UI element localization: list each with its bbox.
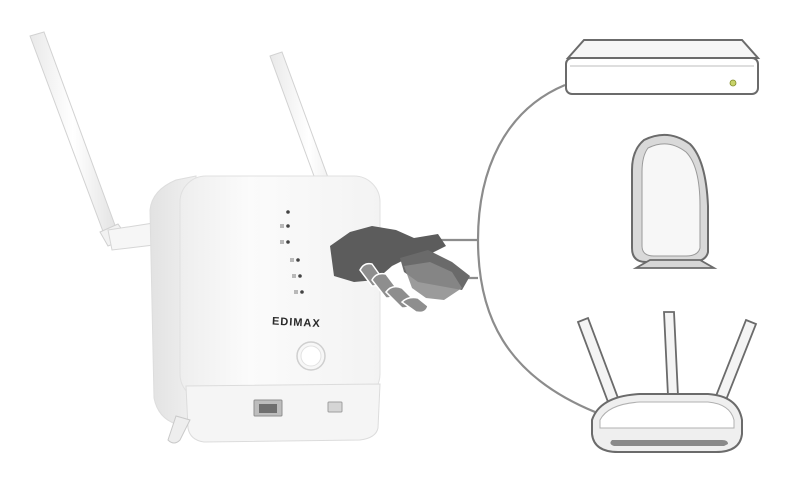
reset-port: [327, 401, 343, 413]
ethernet-port: [253, 399, 283, 417]
range-extender-device: EDIMAX: [29, 31, 381, 444]
upright-router-icon: [631, 133, 718, 269]
extender-brand-logo: EDIMAX: [272, 316, 321, 331]
handshake-icon: [330, 226, 470, 314]
router-antennas: [576, 311, 758, 404]
connector-lines: [440, 83, 596, 414]
led-labels: [280, 224, 298, 294]
flat-router-led: [729, 79, 737, 87]
extender-front-panel: [179, 175, 381, 401]
flat-router-icon: [565, 39, 761, 95]
extender-base: [185, 383, 381, 443]
led-indicators: [286, 210, 304, 294]
power-plug-prong: [167, 415, 191, 444]
three-antenna-router-icon: [576, 311, 758, 453]
wps-button: [296, 341, 326, 371]
router-front-slot: [610, 440, 728, 446]
